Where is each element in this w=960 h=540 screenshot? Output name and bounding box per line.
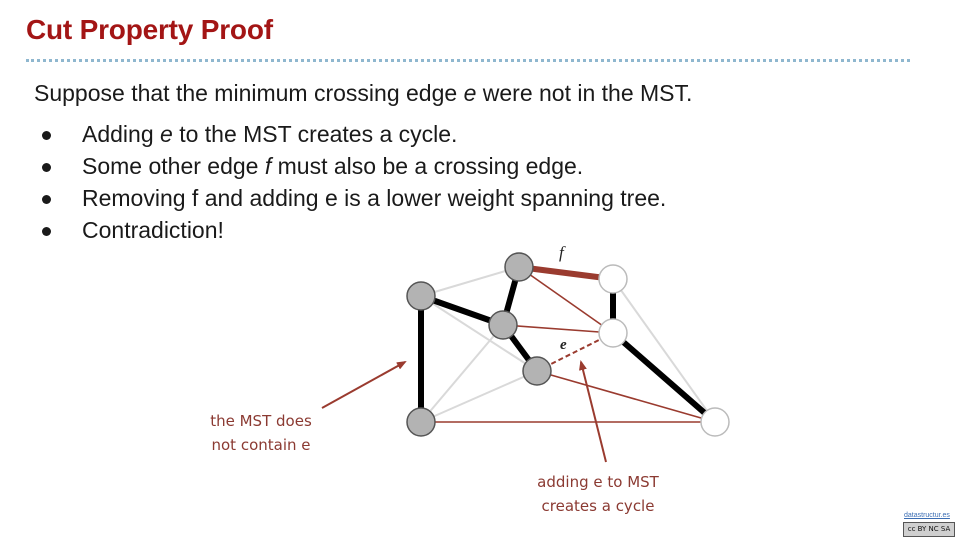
annotation-bottom-line1: adding e to MST: [537, 473, 659, 491]
node-gray: [406, 407, 436, 437]
mst-edges: [418, 264, 718, 425]
node-gray: [406, 281, 436, 311]
intro-sentence: Suppose that the minimum crossing edge e…: [34, 80, 692, 107]
bullet-dot-icon: [42, 163, 51, 172]
graph-nodes: [406, 252, 730, 437]
edge-e-dashed: [536, 332, 614, 372]
node-white: [598, 318, 628, 348]
slide-title: Cut Property Proof: [26, 14, 273, 45]
edge-crossing: [502, 324, 614, 334]
intro-text-after: were not in the MST.: [476, 80, 693, 106]
arrow-left: [321, 361, 407, 409]
bullet-text-before: Contradiction!: [82, 217, 224, 243]
bullet-item: Adding e to the MST creates a cycle.: [34, 118, 666, 150]
edge-gray: [612, 278, 716, 423]
bullet-dot-icon: [42, 227, 51, 236]
bullet-variable: f: [264, 153, 272, 179]
non-mst-edges: [420, 266, 716, 423]
arrow-bottom: [579, 360, 607, 463]
edge-mst: [610, 330, 718, 425]
edge-gray: [420, 324, 504, 423]
bullet-text-after: must also be a crossing edge.: [271, 153, 584, 179]
annotation-left-line2: not contain e: [211, 436, 310, 454]
bullet-item: Some other edge f must also be a crossin…: [34, 150, 666, 182]
title-divider: [26, 59, 910, 62]
node-gray: [522, 356, 552, 386]
node-white: [700, 407, 730, 437]
bullet-text-before: Some other edge: [82, 153, 265, 179]
edge-crossing: [518, 266, 614, 334]
bullet-text-before: Removing f and adding e is a lower weigh…: [82, 185, 667, 211]
annotation-left-line1: the MST does: [210, 412, 312, 430]
bullet-list: Adding e to the MST creates a cycle. Som…: [34, 118, 666, 246]
edge-f: [518, 264, 614, 282]
bullet-text-before: Adding: [82, 121, 161, 147]
edge-crossing: [536, 370, 716, 423]
edge-label-f: f: [559, 243, 566, 262]
annotation-bottom-line2: creates a cycle: [542, 497, 655, 515]
edge-label-e: e: [560, 337, 567, 353]
edge-gray: [420, 370, 538, 423]
bullet-dot-icon: [42, 195, 51, 204]
intro-variable: e: [463, 80, 477, 106]
crossing-edges: [421, 264, 716, 423]
edge-gray: [420, 295, 538, 372]
bullet-item: Removing f and adding e is a lower weigh…: [34, 182, 666, 214]
intro-text-before: Suppose that the minimum crossing edge: [34, 80, 464, 106]
edge-gray: [420, 266, 520, 297]
bullet-variable: e: [160, 121, 173, 147]
bullet-item: Contradiction!: [34, 214, 666, 246]
bullet-dot-icon: [42, 131, 51, 140]
node-gray: [488, 310, 518, 340]
cc-license-icon: cc BY NC SA: [903, 522, 955, 537]
credit-link[interactable]: datastructur.es: [904, 512, 950, 519]
node-gray: [504, 252, 534, 282]
node-white: [598, 264, 628, 294]
bullet-text-after: to the MST creates a cycle.: [172, 121, 458, 147]
